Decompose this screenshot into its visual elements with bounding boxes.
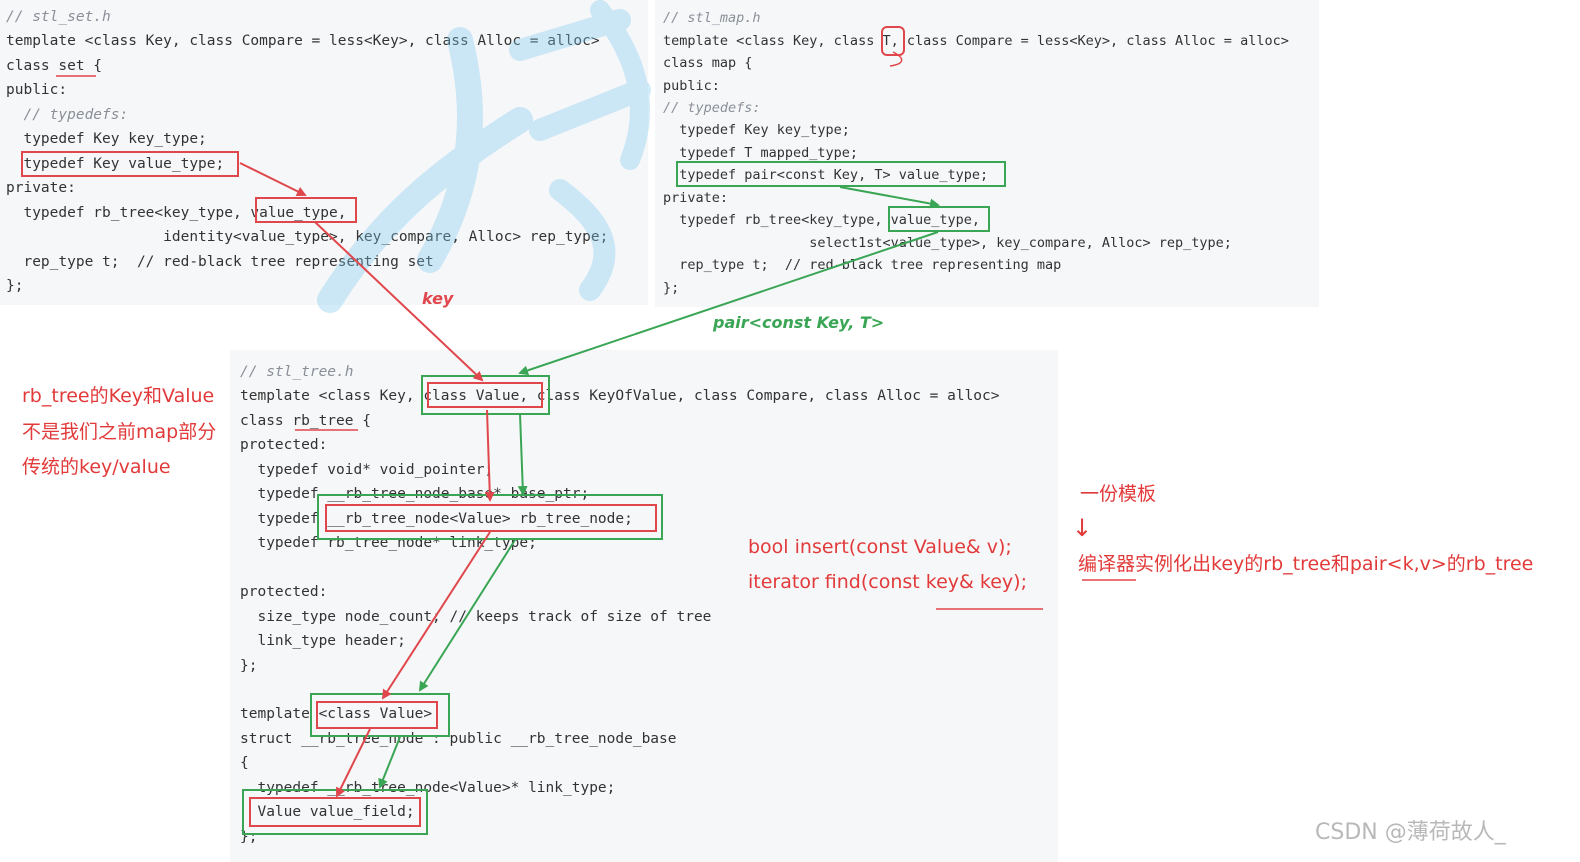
down-arrow-note: ↓ [1072,514,1093,542]
code-line: }; [6,278,24,294]
code-line: typedef Key key_type; [663,122,850,138]
green-arrow-to-class-value [518,231,939,376]
green-arrow-template-to-field [378,736,401,789]
code-line: link_type header; [240,633,406,649]
code-line: typedef __rb_tree_node<Value>* link_type… [240,780,616,796]
map-value-type-box [676,161,1006,187]
code-line: private: [6,180,76,196]
code-line: rep_type t; // red-black tree representi… [6,254,434,270]
code-line: typedef T mapped_type; [663,145,859,161]
code-line: identity<value_type>, key_compare, Alloc… [6,229,609,245]
code-line: typedef void* void_pointer; [240,462,494,478]
code-line: template <class Value> [240,706,433,722]
green-arrow-map-value-type [839,186,940,209]
code-line: // typedefs: [6,107,129,123]
code-line: class map { [663,55,753,71]
rbtree-note-line-3: 传统的key/value [22,456,171,478]
code-line: class rb_tree { [240,413,371,429]
code-line: }; [240,658,258,674]
rbtree-note-line-1: rb_tree的Key和Value [22,385,215,407]
code-line: struct __rb_tree_node : public __rb_tree… [240,731,677,747]
green-arrow-node-to-template [418,539,516,692]
tree-class-value-inner-box [427,382,543,408]
insert-function-note: bool insert(const Value& v); [748,536,1012,558]
rbtree-note-line-2: 不是我们之前map部分 [22,421,217,443]
code-line: template <class Key, class Value, class … [240,388,1000,404]
map-t-param-box [881,26,905,56]
code-line: public: [663,78,720,94]
tree-code-panel [230,350,1058,862]
code-line: typedef rb_tree<key_type, value_type, [663,212,980,228]
code-line: { [240,755,249,771]
find-function-note: iterator find(const key& key); [748,571,1027,593]
pair-arrow-label: pair<const Key, T> [713,313,885,332]
code-line: typedef Key value_type; [6,156,225,172]
node-template-outer-box [310,693,450,737]
csdn-watermark: CSDN @薄荷故人_ [1315,820,1506,845]
map-code-panel [655,0,1319,307]
code-line: template <class Key, class Compare = les… [6,33,600,49]
red-arrow-node-to-template [381,531,491,700]
code-line: typedef __rb_tree_node<Value> rb_tree_no… [240,511,633,527]
code-line: // stl_tree.h [240,364,354,380]
red-arrow-value-to-node [484,409,495,502]
code-line: // stl_map.h [663,10,761,26]
code-line: private: [663,190,729,206]
one-template-note: 一份模板 [1080,483,1157,505]
tree-class-value-outer-box [421,375,550,415]
red-arrow-to-class-value [314,221,484,382]
value-field-outer-box [242,789,428,835]
instantiation-note: 编译器实例化出key的rb_tree和pair<k,v>的rb_tree [1078,553,1534,575]
green-arrow-value-to-node [517,413,528,496]
value-field-inner-box [249,797,421,827]
red-bracket-map-t [889,51,903,67]
red-arrow-template-to-field [336,728,371,798]
code-line: select1st<value_type>, key_compare, Allo… [663,235,1232,251]
code-line: // stl_set.h [6,9,111,25]
code-line: }; [663,280,680,296]
code-line: public: [6,82,68,98]
code-line: typedef pair<const Key, T> value_type; [663,167,989,183]
key-arrow-label: key [422,289,454,308]
code-line: protected: [240,437,328,453]
code-line: size_type node_count; // keeps track of … [240,609,712,625]
red-arrow-set-to-rbtree [239,162,307,196]
code-line: protected: [240,584,328,600]
code-line: class set { [6,58,103,74]
set-rbtree-value-type-box [255,197,357,223]
code-line: typedef Key key_type; [6,131,207,147]
code-line: typedef rb_tree<key_type, value_type, [6,205,347,221]
node-template-inner-box [316,701,438,729]
code-line: rep_type t; // red-black tree representi… [663,257,1062,273]
code-line: template <class Key, class T, class Comp… [663,33,1289,49]
tree-node-typedef-inner-box [325,504,657,532]
code-line: // typedefs: [663,100,761,116]
code-line: Value value_field; [240,804,415,820]
set-value-type-box [21,151,239,177]
